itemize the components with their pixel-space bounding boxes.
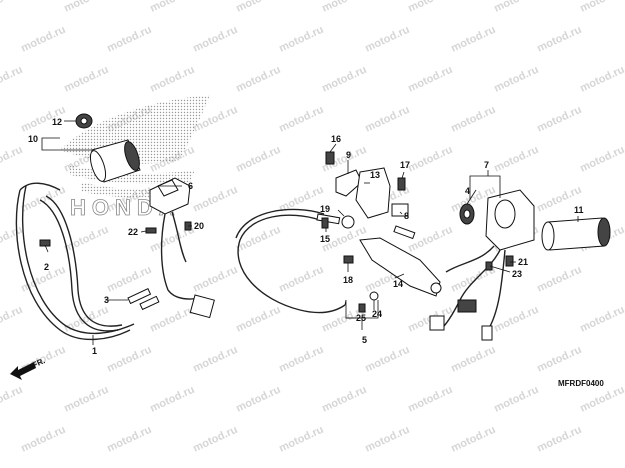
watermark-text: motod.ru [578,304,625,335]
watermark-text: motod.ru [105,24,153,55]
watermark-text: motod.ru [406,0,454,15]
callout-labels: 1 2 3 4 5 6 7 8 9 10 11 12 13 14 15 16 1… [28,117,584,356]
watermark-text: motod.ru [148,384,196,415]
center-clutch-assembly [235,151,442,314]
right-throttle-assembly [429,189,611,341]
watermark-text: motod.ru [105,344,153,375]
watermark-text: motod.ru [277,24,325,55]
watermark-text: motod.ru [234,64,282,95]
watermark-text: motod.ru [191,184,239,215]
watermark-text: motod.ru [0,64,24,95]
front-arrow-icon [10,362,36,380]
callout-1: 1 [92,346,97,356]
watermark-text: motod.ru [277,264,325,295]
watermark-text: motod.ru [0,224,24,255]
watermark-text: motod.ru [148,304,196,335]
watermark-text: motod.ru [535,104,583,135]
watermark-text: motod.ru [363,344,411,375]
callout-5: 5 [362,335,367,345]
callout-10: 10 [28,134,38,144]
watermark-text: motod.ru [62,0,110,15]
callout-17: 17 [400,160,410,170]
watermark-text: motod.ru [578,0,625,15]
watermark-text: motod.ru [535,24,583,55]
callout-25: 25 [356,313,366,323]
watermark-text: motod.ru [578,384,625,415]
watermark-text: motod.ru [406,64,454,95]
watermark-text: motod.ru [234,304,282,335]
leader-lines [41,120,579,345]
watermark-text: motod.ru [191,424,239,455]
callout-15: 15 [320,234,330,244]
callout-16: 16 [331,134,341,144]
watermark-text: motod.ru [320,384,368,415]
watermark-text: motod.ru [363,104,411,135]
watermark-text: motod.ru [449,104,497,135]
watermark-text: motod.ru [62,64,110,95]
watermark-text: motod.ru [277,104,325,135]
watermark-text: motod.ru [320,64,368,95]
callout-4: 4 [465,186,470,196]
watermark-text: motod.ru [492,64,540,95]
watermark-text: motod.ru [0,144,24,175]
callout-19: 19 [320,204,330,214]
watermark-text: motod.ru [62,384,110,415]
watermark-text: motod.ru [0,304,24,335]
watermark-text: motod.ru [0,384,24,415]
watermark-text: motod.ru [234,144,282,175]
callout-14: 14 [393,279,403,289]
watermark-text: motod.ru [191,264,239,295]
callout-7: 7 [484,160,489,170]
watermark-text: motod.ru [449,424,497,455]
watermark-text: motod.ru [363,424,411,455]
watermark-text: motod.ru [406,384,454,415]
watermark-text: motod.ru [234,0,282,15]
callout-22: 22 [128,227,138,237]
watermark-text: motod.ru [578,64,625,95]
watermark-text: motod.ru [148,0,196,15]
watermark-text: motod.ru [105,424,153,455]
watermark-text: motod.ru [191,24,239,55]
watermark-text: motod.ru [277,424,325,455]
watermark-text: motod.ru [363,24,411,55]
diagram-code: MFRDF0400 [558,379,604,388]
watermark-text: motod.ru [0,0,24,15]
callout-21: 21 [518,257,528,267]
callout-3: 3 [104,295,109,305]
watermark-text: motod.ru [492,384,540,415]
callout-12: 12 [52,117,62,127]
callout-6: 6 [188,181,193,191]
callout-13: 13 [370,170,380,180]
watermark-text: motod.ru [492,144,540,175]
watermark-text: motod.ru [492,0,540,15]
callout-18: 18 [343,275,353,285]
watermark-text: motod.ru [19,24,67,55]
watermark-text: motod.ru [535,424,583,455]
watermark-text: motod.ru [406,224,454,255]
callout-20: 20 [194,221,204,231]
watermark-text: motod.ru [449,344,497,375]
callout-23: 23 [512,269,522,279]
watermark-text: motod.ru [535,264,583,295]
watermark-text: motod.ru [449,24,497,55]
watermark-text: motod.ru [191,344,239,375]
callout-11: 11 [574,205,584,215]
watermark-text: motod.ru [492,304,540,335]
callout-8: 8 [404,211,409,221]
watermark-text: motod.ru [234,384,282,415]
watermark-text: motod.ru [62,224,110,255]
callout-24: 24 [372,309,382,319]
callout-9: 9 [346,150,351,160]
watermark-text: motod.ru [19,424,67,455]
watermark-text: motod.ru [320,0,368,15]
left-handlebar-assembly [15,113,215,341]
watermark-text: motod.ru [535,344,583,375]
watermark-text: motod.ru [406,144,454,175]
watermark-text: motod.ru [578,144,625,175]
watermark-text: motod.ru [277,344,325,375]
callout-2: 2 [44,262,49,272]
watermark-text: motod.ru [148,64,196,95]
